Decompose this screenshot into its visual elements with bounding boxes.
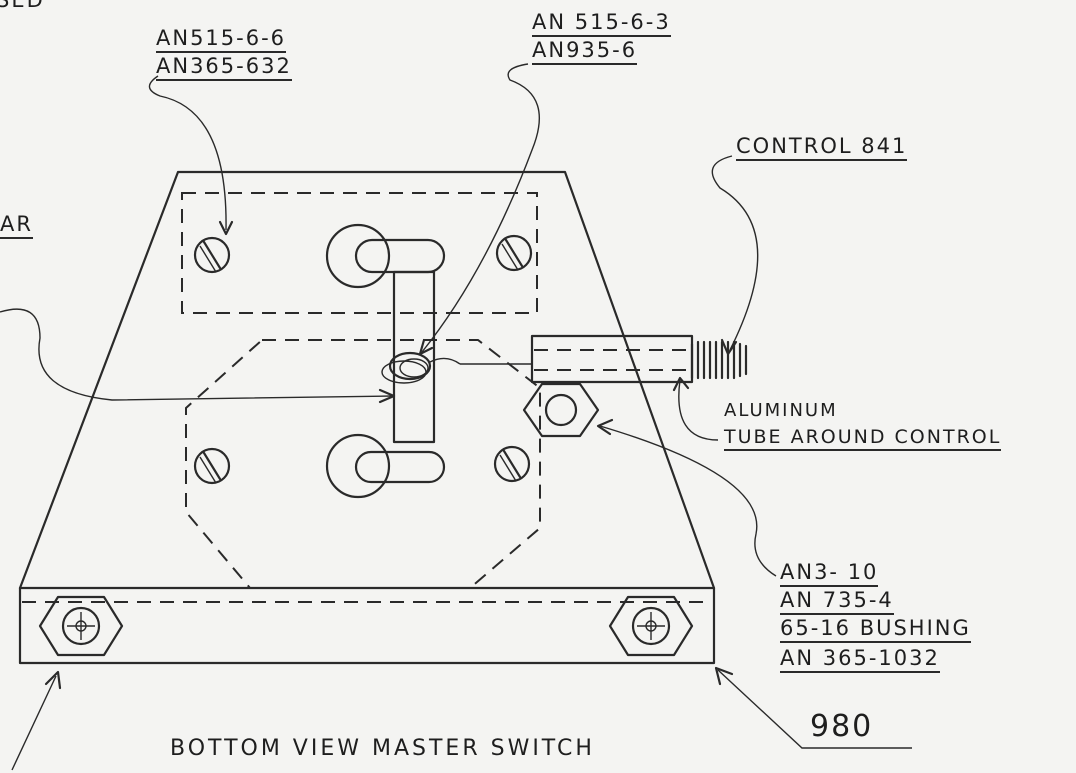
leader-tube	[678, 379, 719, 441]
leader-control	[711, 155, 759, 351]
arrow-bottom-left	[44, 670, 62, 690]
control-label: CONTROL 841	[736, 136, 908, 161]
toggle-bottom	[325, 433, 446, 499]
plate-outline	[18, 170, 716, 590]
screw-part-label-2: AN365-632	[156, 56, 292, 81]
top-dashed-box	[181, 192, 538, 314]
center-lever	[392, 270, 436, 444]
aluminum-tube	[530, 334, 694, 384]
diagram-title: BOTTOM VIEW MASTER SWITCH	[170, 736, 595, 761]
tube-label-2: TUBE AROUND CONTROL	[724, 428, 1002, 451]
arrow-left-edge	[378, 388, 396, 404]
screw-bottom-right	[493, 445, 531, 483]
arrow-screw	[218, 220, 234, 236]
base-nut-right	[608, 595, 694, 657]
arrow-bushing	[596, 418, 614, 436]
screw-bottom-left	[193, 447, 231, 485]
cropped-label-left: AR	[0, 214, 33, 239]
wire-part-label-1: AN 515-6-3	[532, 12, 671, 37]
leader-980	[717, 669, 912, 749]
arrow-wire	[418, 338, 434, 356]
screw-top-right	[495, 234, 533, 272]
lower-dashed-octagon	[185, 339, 541, 589]
leader-screw	[148, 75, 227, 231]
screw-part-label-1: AN515-6-6	[156, 28, 287, 53]
bushing-label-1: AN3- 10	[780, 562, 879, 587]
control-spring	[690, 340, 748, 380]
leader-wire	[421, 63, 540, 353]
tube-label-1: ALUMINUM	[724, 400, 838, 421]
arrow-980	[714, 666, 734, 686]
part-number-980: 980	[810, 709, 874, 744]
toggle-top	[325, 223, 446, 289]
bushing-hex	[522, 382, 600, 438]
arrow-control	[720, 338, 738, 356]
arrow-tube	[672, 376, 690, 392]
wire-coil	[381, 351, 461, 384]
bushing-label-3: 65-16 BUSHING	[780, 618, 971, 643]
screw-top-left	[193, 236, 231, 274]
cropped-label-top-left: SED	[0, 0, 45, 12]
base-nut-left	[38, 595, 124, 657]
bushing-label-4: AN 365-1032	[780, 648, 940, 673]
bushing-label-2: AN 735-4	[780, 590, 894, 615]
wire-part-label-2: AN935-6	[532, 40, 638, 65]
leader-left-edge	[0, 308, 393, 401]
leader-bushing	[599, 425, 777, 577]
leader-bottom-left	[11, 675, 57, 771]
